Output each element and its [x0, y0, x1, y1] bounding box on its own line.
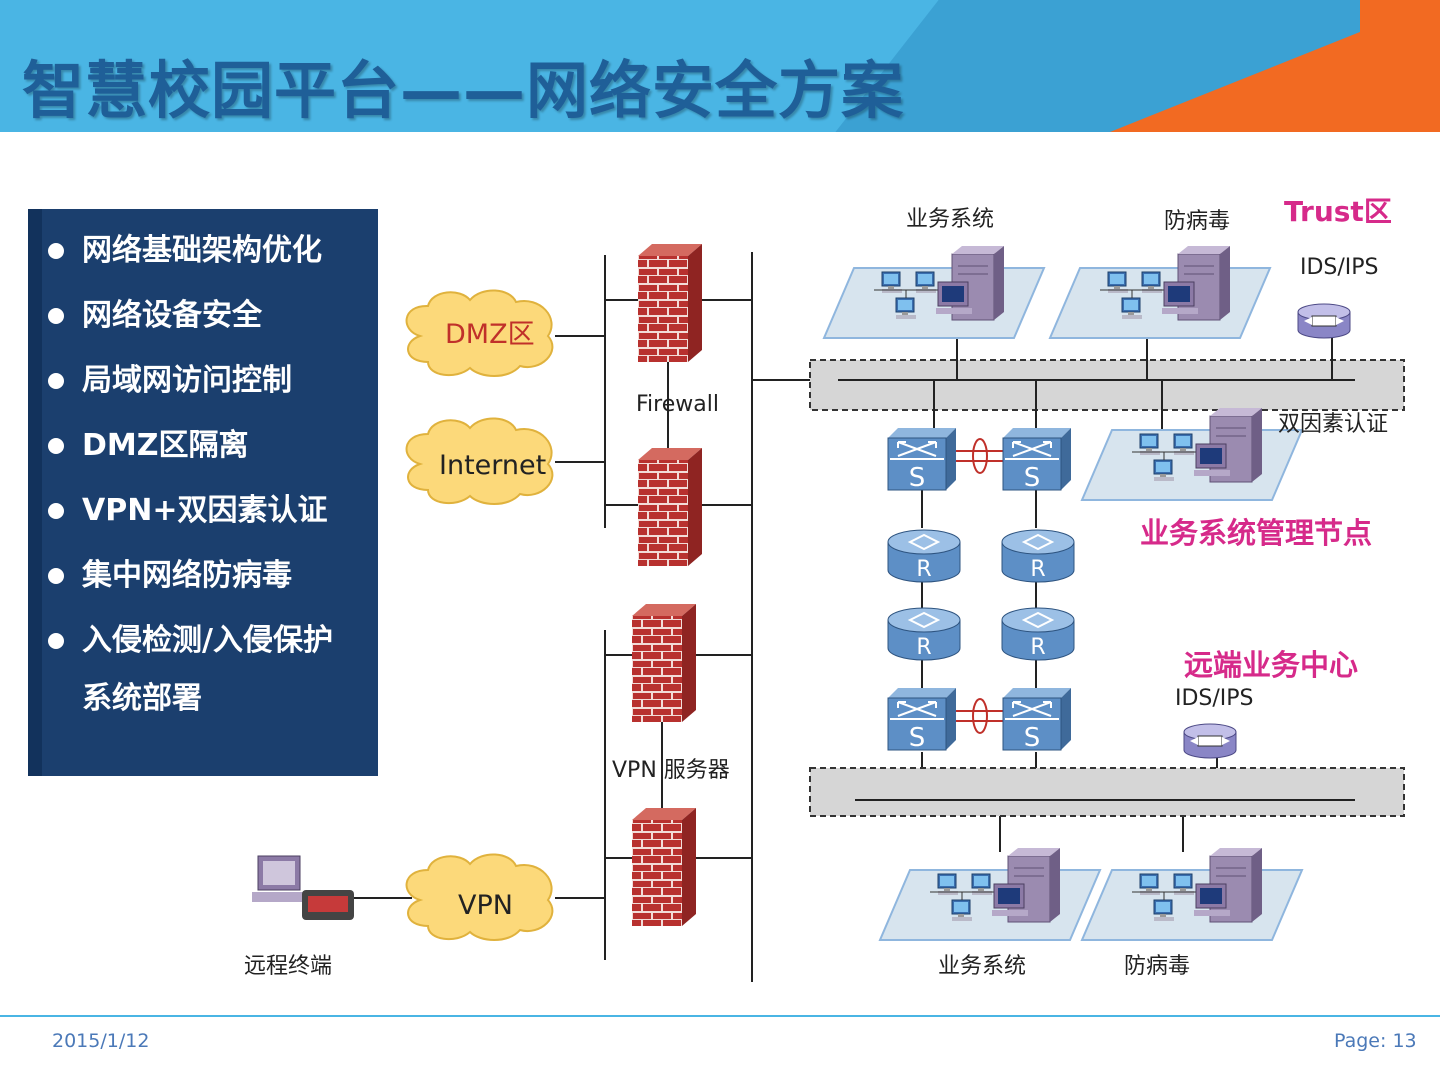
- footer-date: 2015/1/12: [52, 1030, 150, 1052]
- bottom-business-label: 业务系统: [938, 954, 1027, 979]
- switch-icon: [1002, 427, 1072, 494]
- lan-business-top: [824, 246, 1044, 338]
- bullet-dot-icon: [48, 373, 64, 389]
- footer-divider: [0, 1015, 1440, 1017]
- header-orange-corner: [1360, 0, 1440, 132]
- trust-zone-label: Trust区: [1284, 195, 1392, 228]
- bullet-dot-icon: [48, 438, 64, 454]
- remote-terminal-icon: [252, 855, 354, 920]
- firewall-icon: [638, 448, 702, 566]
- internet-cloud-label: Internet: [439, 450, 547, 481]
- dmz-cloud-icon: [405, 289, 554, 377]
- switch-icon: [1002, 687, 1072, 754]
- firewall-icon: [632, 604, 696, 722]
- bullet-item: 入侵检测/入侵保护系统部署: [42, 621, 378, 719]
- bullet-dot-icon: [48, 243, 64, 259]
- header-banner: [0, 0, 1440, 132]
- top-antivirus-label: 防病毒: [1164, 209, 1231, 234]
- two-factor-label: 双因素认证: [1278, 412, 1389, 437]
- switch-icon: [887, 687, 957, 754]
- bullet-item: 网络设备安全: [42, 296, 378, 336]
- vpn-cloud-label: VPN: [458, 890, 513, 921]
- bullet-item: 局域网访问控制: [42, 361, 378, 401]
- router-icon: [887, 529, 961, 583]
- top-business-label: 业务系统: [906, 207, 995, 232]
- bullet-dot-icon: [48, 568, 64, 584]
- remote-terminal-label: 远程终端: [244, 954, 333, 979]
- firewall-icon: [632, 808, 696, 926]
- mgmt-node-label: 业务系统管理节点: [1140, 516, 1373, 550]
- router-icon: [1001, 529, 1075, 583]
- vpn-cloud-icon: [405, 853, 554, 941]
- bullet-dot-icon: [48, 633, 64, 649]
- bullet-item: 集中网络防病毒: [42, 556, 378, 596]
- router-icon: [887, 607, 961, 661]
- page-title: 智慧校园平台——网络安全方案: [22, 54, 905, 127]
- ids-ips-bottom-label: IDS/IPS: [1175, 686, 1254, 711]
- lan-antivirus-bottom: [1082, 848, 1302, 940]
- bullet-item: DMZ区隔离: [42, 426, 378, 466]
- lan-two-factor: [1082, 408, 1302, 500]
- lan-antivirus-top: [1050, 246, 1270, 338]
- lan-business-bottom: [880, 848, 1100, 940]
- switch-icon: [887, 427, 957, 494]
- internet-cloud-icon: [405, 417, 554, 505]
- bottom-antivirus-label: 防病毒: [1124, 954, 1191, 979]
- bullet-dot-icon: [48, 308, 64, 324]
- bullet-item: VPN+双因素认证: [42, 491, 378, 531]
- router-icon: [1001, 607, 1075, 661]
- bullet-panel: 网络基础架构优化 网络设备安全 局域网访问控制 DMZ区隔离 VPN+双因素认证…: [28, 209, 378, 776]
- firewall-icon: [638, 244, 702, 362]
- bullet-item: 网络基础架构优化: [42, 231, 378, 271]
- remote-center-label: 远端业务中心: [1184, 648, 1359, 682]
- dmz-cloud-label: DMZ区: [445, 319, 535, 350]
- ids-ips-icon: [1297, 303, 1351, 339]
- ids-ips-icon: [1183, 723, 1237, 759]
- vpn-server-label: VPN 服务器: [612, 758, 730, 783]
- firewall-label: Firewall: [636, 392, 719, 417]
- bullet-dot-icon: [48, 503, 64, 519]
- ids-ips-top-label: IDS/IPS: [1300, 255, 1379, 280]
- footer-page-number: Page: 13: [1334, 1030, 1417, 1052]
